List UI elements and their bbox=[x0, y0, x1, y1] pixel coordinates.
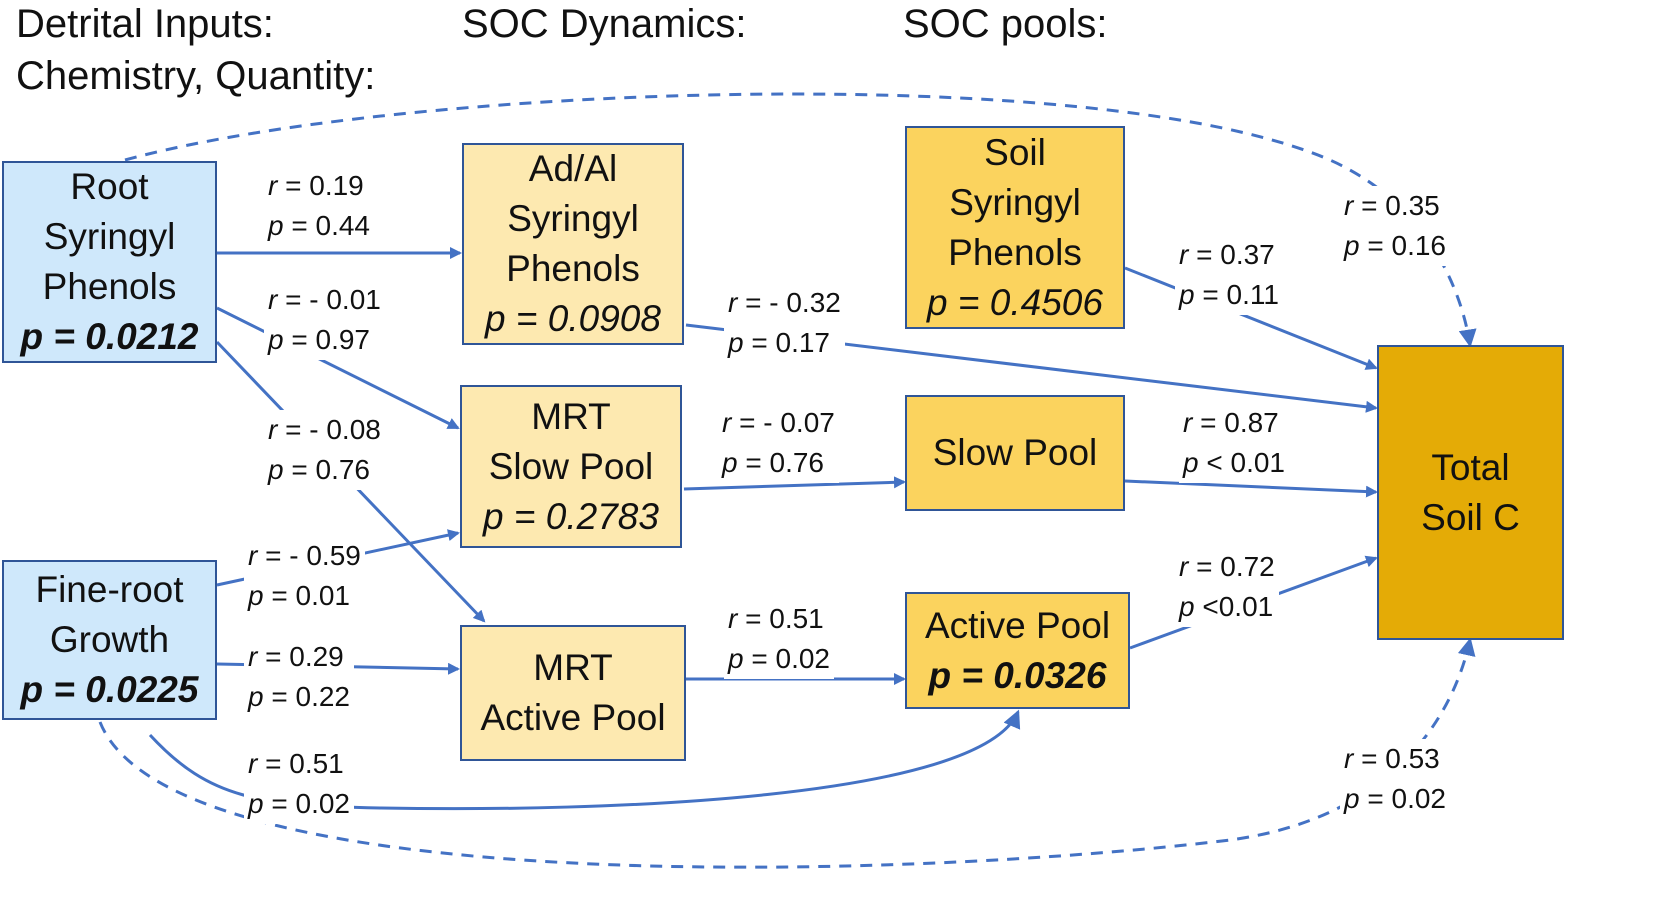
edge-p-value: = 0.44 bbox=[291, 210, 370, 241]
edge-label-fine-total-dashed: r = 0.53 p = 0.02 bbox=[1340, 739, 1450, 819]
edge-p-value: < 0.01 bbox=[1206, 447, 1285, 478]
node-p-value: p = 0.0225 bbox=[20, 669, 199, 710]
arrow-fine-active bbox=[148, 709, 1021, 811]
edge-p-value: = 0.22 bbox=[271, 681, 350, 712]
edge-p-value: = 0.02 bbox=[271, 788, 350, 819]
node-p-value: p = 0.2783 bbox=[483, 495, 659, 537]
node-active-pool: Active Pool p = 0.0326 bbox=[905, 592, 1130, 709]
node-label-line: Syringyl bbox=[949, 181, 1081, 223]
node-total-soil-c: Total Soil C bbox=[1377, 345, 1564, 640]
edge-r-value: = - 0.08 bbox=[285, 414, 381, 445]
edge-r-value: = - 0.59 bbox=[265, 540, 361, 571]
edge-label-fine-mrtslow: r = - 0.59 p = 0.01 bbox=[244, 536, 365, 616]
node-label-line: Active Pool bbox=[480, 697, 666, 738]
edge-label-root-mrtslow: r = - 0.01 p = 0.97 bbox=[264, 280, 385, 360]
edge-label-slow-total: r = 0.87 p < 0.01 bbox=[1179, 403, 1289, 483]
edge-r-value: = 0.53 bbox=[1361, 743, 1440, 774]
node-adal-syringyl-phenols: Ad/Al Syringyl Phenols p = 0.0908 bbox=[462, 143, 684, 345]
node-p-value: p = 0.0326 bbox=[928, 654, 1107, 696]
edge-p-value: <0.01 bbox=[1202, 591, 1274, 622]
node-label-line: Soil bbox=[984, 131, 1046, 173]
arrow-root-mrtslow bbox=[216, 306, 460, 430]
edge-p-value: = 0.97 bbox=[291, 324, 370, 355]
node-label-line: Fine-root bbox=[35, 569, 184, 610]
edge-label-mrtslow-slow: r = - 0.07 p = 0.76 bbox=[718, 403, 839, 483]
edge-p-value: = 0.02 bbox=[1367, 783, 1446, 814]
node-label-line: Slow Pool bbox=[932, 432, 1098, 473]
node-p-value: p = 0.0908 bbox=[485, 298, 661, 339]
node-label-line: Slow Pool bbox=[488, 445, 654, 487]
edge-r-value: = 0.35 bbox=[1361, 190, 1440, 221]
node-soil-syringyl-phenols: Soil Syringyl Phenols p = 0.4506 bbox=[905, 126, 1125, 329]
arrow-mrtslow-slow bbox=[683, 476, 906, 491]
edge-r-value: = 0.29 bbox=[265, 641, 344, 672]
edge-label-mrtactive-active: r = 0.51 p = 0.02 bbox=[724, 599, 834, 679]
edge-label-soilsyr-total: r = 0.37 p = 0.11 bbox=[1175, 235, 1283, 315]
node-label-line: MRT bbox=[531, 395, 611, 437]
node-label-line: Phenols bbox=[948, 231, 1082, 273]
edge-label-fine-active: r = 0.51 p = 0.02 bbox=[244, 744, 354, 824]
node-mrt-slow-pool: MRT Slow Pool p = 0.2783 bbox=[460, 385, 682, 548]
arrow-slow-total bbox=[1124, 479, 1378, 498]
edge-p-value: = 0.76 bbox=[291, 454, 370, 485]
edge-label-fine-mrtactive: r = 0.29 p = 0.22 bbox=[244, 637, 354, 717]
arrow-root-total-dashed bbox=[124, 92, 1477, 348]
edge-r-value: = - 0.07 bbox=[739, 407, 835, 438]
edge-r-value: = 0.51 bbox=[745, 603, 824, 634]
node-p-value: p = 0.0212 bbox=[20, 316, 199, 357]
edge-r-value: = 0.19 bbox=[285, 170, 364, 201]
node-label-line: MRT bbox=[533, 647, 613, 688]
edge-r-value: = 0.72 bbox=[1196, 551, 1275, 582]
header-detrital-inputs: Detrital Inputs: Chemistry, Quantity: bbox=[16, 2, 376, 98]
node-label-line: Root bbox=[70, 166, 149, 207]
node-mrt-active-pool: MRT Active Pool bbox=[460, 625, 686, 761]
node-label-line: Total bbox=[1431, 446, 1510, 488]
node-fine-root-growth: Fine-root Growth p = 0.0225 bbox=[2, 560, 217, 720]
edge-label-adal-total: r = - 0.32 p = 0.17 bbox=[724, 283, 845, 363]
edge-r-value: = - 0.32 bbox=[745, 287, 841, 318]
edge-label-root-mrtactive: r = - 0.08 p = 0.76 bbox=[264, 410, 385, 490]
edge-p-value: = 0.16 bbox=[1367, 230, 1446, 261]
edge-r-value: = 0.87 bbox=[1200, 407, 1279, 438]
edge-p-value: = 0.02 bbox=[751, 643, 830, 674]
edge-p-value: = 0.17 bbox=[751, 327, 830, 358]
node-label-line: Soil C bbox=[1421, 496, 1520, 538]
node-root-syringyl-phenols: Root Syringyl Phenols p = 0.0212 bbox=[2, 161, 217, 363]
edge-p-value: = 0.76 bbox=[745, 447, 824, 478]
node-label-line: Phenols bbox=[42, 266, 177, 307]
node-label-line: Syringyl bbox=[507, 198, 639, 239]
edge-label-active-total: r = 0.72 p <0.01 bbox=[1175, 547, 1279, 627]
node-label-line: Active Pool bbox=[924, 604, 1111, 646]
node-label-line: Ad/Al bbox=[528, 148, 618, 189]
edge-label-root-adal: r = 0.19 p = 0.44 bbox=[264, 166, 374, 246]
header-soc-dynamics: SOC Dynamics: bbox=[462, 2, 747, 46]
node-label-line: Phenols bbox=[506, 248, 640, 289]
edge-r-value: = 0.37 bbox=[1196, 239, 1275, 270]
edge-r-value: = - 0.01 bbox=[285, 284, 381, 315]
edge-p-value: = 0.01 bbox=[271, 580, 350, 611]
node-label-line: Syringyl bbox=[43, 216, 176, 257]
arrow-soilsyr-total bbox=[1124, 266, 1378, 370]
edge-label-root-total-dashed: r = 0.35 p = 0.16 bbox=[1340, 186, 1450, 266]
header-soc-pools: SOC pools: bbox=[903, 2, 1108, 46]
edge-r-value: = 0.51 bbox=[265, 748, 344, 779]
node-slow-pool: Slow Pool bbox=[905, 395, 1125, 511]
node-p-value: p = 0.4506 bbox=[927, 281, 1103, 323]
node-label-line: Growth bbox=[49, 619, 170, 660]
edge-p-value: = 0.11 bbox=[1202, 279, 1279, 310]
